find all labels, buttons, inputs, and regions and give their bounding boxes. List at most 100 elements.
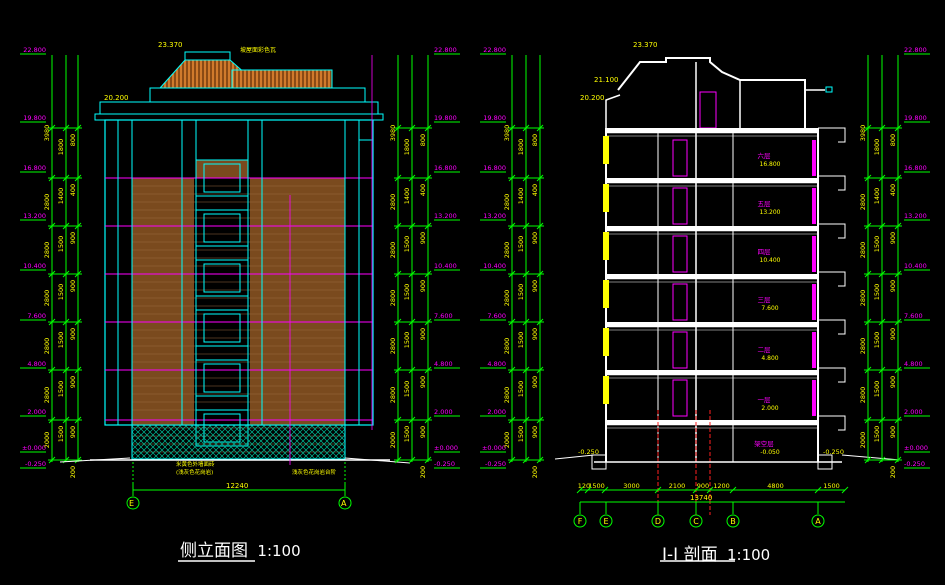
dim-text-aux: 900: [531, 280, 539, 292]
axis-bubble: [726, 514, 740, 528]
dim-text-outer: 2800: [859, 242, 867, 259]
level-label: 19.800: [483, 114, 506, 122]
dim-text-outer: 2800: [43, 338, 51, 355]
floor-slab: [606, 420, 818, 425]
dim-tick: [841, 486, 849, 494]
section-right-dim-column: 22.80019.80016.80013.20010.4007.6004.800…: [859, 0, 930, 478]
dim-text-aux: 900: [69, 232, 77, 244]
dim-text-outer: 2800: [389, 194, 397, 211]
balcony-rail: [818, 415, 846, 431]
level-label: 19.800: [434, 114, 457, 122]
dim-text-inner: 1400: [403, 188, 411, 205]
level-label: 10.400: [23, 262, 46, 270]
dim-text-outer: 2800: [503, 338, 511, 355]
dim-text-outer: 2000: [503, 432, 511, 449]
bay-dim: 1500: [588, 482, 605, 490]
level-label: 4.800: [434, 360, 453, 368]
dim-text-outer: 3980: [503, 125, 511, 142]
floor-name: 架空层: [754, 439, 774, 448]
section-floor-labels: 六层16.800五层13.200四层10.400三层7.600二层4.800一层…: [754, 151, 780, 456]
elevation-title: 侧立面图 1:100: [180, 536, 301, 561]
dim-text-outer: 2800: [859, 290, 867, 307]
balcony-rail: [818, 127, 846, 143]
axis-bubble: [651, 514, 665, 528]
bay-dim: 4800: [767, 482, 784, 490]
stair-window: [195, 259, 249, 297]
dim-text-inner: 1500: [403, 284, 411, 301]
elevation-ridge-note: 坡屋面彩色瓦: [240, 46, 276, 54]
floor-elev: -0.050: [760, 449, 780, 456]
dim-text-outer: 2000: [859, 432, 867, 449]
section-title-main: I-I 剖面: [662, 545, 718, 565]
window-section: [603, 328, 609, 356]
dim-text-outer: 2800: [389, 242, 397, 259]
dim-text-outer: 50: [391, 0, 399, 2]
dim-text-aux: 900: [419, 426, 427, 438]
dim-tick: [692, 486, 700, 494]
dim-text-inner: 1500: [873, 236, 881, 253]
dim-text-aux: 400: [889, 184, 897, 196]
level-label: ±0.000: [904, 444, 928, 452]
dim-text-aux: 900: [531, 232, 539, 244]
dim-text-aux: 400: [531, 184, 539, 196]
level-label: -0.250: [25, 460, 46, 468]
section-title: I-I 剖面 1:100: [662, 540, 770, 565]
dim-text-outer: 2800: [43, 242, 51, 259]
elevation-right-dim-column: 22.80019.80016.80013.20010.4007.6004.800…: [389, 0, 460, 478]
level-label: 7.600: [487, 312, 506, 320]
slab-soffit: [605, 374, 819, 379]
dim-text-inner: 1400: [57, 188, 65, 205]
balcony-rail: [818, 175, 846, 191]
level-label: 22.800: [483, 46, 506, 54]
bay-dim: 3000: [623, 482, 640, 490]
level-label: 4.800: [27, 360, 46, 368]
dim-text-inner: 1800: [403, 139, 411, 156]
dim-text-outer: 2800: [503, 387, 511, 404]
floor-elev: 10.400: [760, 257, 781, 264]
floor-slab: [606, 128, 818, 133]
dim-tick: [729, 486, 737, 494]
stair-window-pane: [203, 313, 241, 343]
balcony-rail: [818, 367, 846, 383]
axis-label: A: [815, 517, 821, 526]
dim-text-inner: 1500: [873, 332, 881, 349]
elevation-title-scale: 1:100: [257, 542, 301, 560]
floor-name: 六层: [758, 151, 772, 160]
dim-text-inner: 1500: [57, 381, 65, 398]
slab-soffit: [605, 230, 819, 235]
dim-text-inner: 1800: [871, 0, 888, 2]
dim-tick: [584, 486, 592, 494]
balcony-rail: [818, 223, 846, 239]
floor-elev: 2.000: [761, 405, 778, 412]
dim-text-outer: 2800: [389, 290, 397, 307]
floor-elev: 13.200: [760, 209, 781, 216]
dim-text-inner: 1800: [873, 139, 881, 156]
side-elevation-drawing: [59, 51, 411, 465]
balcony-door: [812, 332, 816, 368]
elevation-left-dim-column: 22.80019.80016.80013.20010.4007.6004.800…: [20, 0, 82, 478]
dim-text-outer: 2000: [43, 432, 51, 449]
elevation-bottom-dimension: 12240 E A: [126, 462, 352, 510]
stair-window-pane: [203, 263, 241, 293]
dim-text-aux: 900: [419, 376, 427, 388]
slab-soffit: [605, 182, 819, 187]
floor-slab: [606, 322, 818, 327]
level-label: 10.400: [434, 262, 457, 270]
section-overall-depth: 13740: [690, 494, 712, 502]
level-label: 16.800: [23, 164, 46, 172]
level-label: 22.800: [434, 46, 457, 54]
axis-bubble: [573, 514, 587, 528]
level-label: 19.800: [904, 114, 927, 122]
dim-text-outer: 2800: [503, 290, 511, 307]
dim-text-inner: 1500: [517, 236, 525, 253]
dim-text-outer: 3980: [389, 125, 397, 142]
floor-name: 三层: [758, 296, 772, 304]
elevation-base-note-3: 浅灰色花岗岩台阶: [292, 468, 337, 476]
dim-text-inner: 1500: [403, 426, 411, 443]
dim-text-inner: 1500: [517, 381, 525, 398]
level-label: 16.800: [904, 164, 927, 172]
level-label: 13.200: [904, 212, 927, 220]
level-label: 7.600: [434, 312, 453, 320]
dim-text-inner: 1500: [517, 284, 525, 301]
